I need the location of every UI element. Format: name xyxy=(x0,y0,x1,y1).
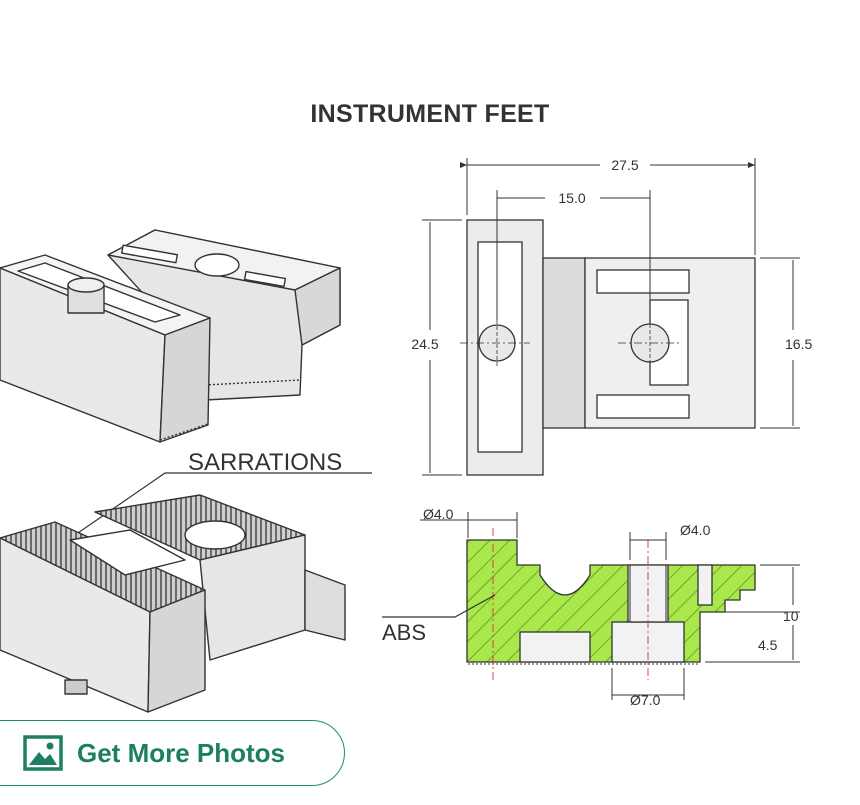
dim-overall-width: 27.5 xyxy=(611,157,638,173)
dimension-lines-plan xyxy=(422,158,800,476)
dim-height-10: 10 xyxy=(783,608,799,624)
section-view xyxy=(466,528,756,680)
dim-height-4-5: 4.5 xyxy=(758,637,778,653)
sarrations-label: SARRATIONS xyxy=(188,449,342,476)
iso-view-top xyxy=(0,229,341,443)
dim-hole-offset: 15.0 xyxy=(558,190,585,206)
dim-overall-height: 24.5 xyxy=(411,336,438,352)
dim-right-height: 16.5 xyxy=(785,336,812,352)
dim-dia-bottom: Ø7.0 xyxy=(630,692,661,708)
get-more-photos-label: Get More Photos xyxy=(77,737,286,768)
drawing-canvas: SARRATIONS xyxy=(0,157,812,713)
dim-dia-right: Ø4.0 xyxy=(680,522,711,538)
get-more-photos-button[interactable]: Get More Photos xyxy=(0,720,345,786)
abs-leader xyxy=(382,594,496,618)
dim-dia-left: Ø4.0 xyxy=(423,506,454,522)
abs-label: ABS xyxy=(382,620,426,645)
iso-view-bottom xyxy=(0,494,346,713)
plan-view xyxy=(460,219,756,476)
page-title: INSTRUMENT FEET xyxy=(310,100,550,128)
image-icon xyxy=(23,735,63,771)
dimension-lines-section xyxy=(420,512,800,700)
